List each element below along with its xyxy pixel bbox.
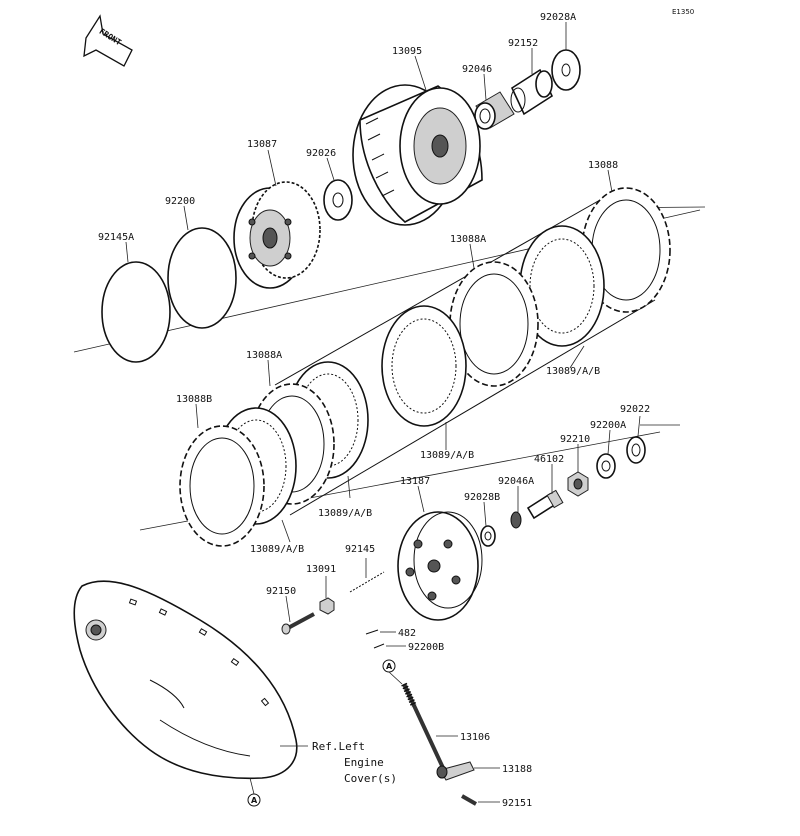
label-482: 482 [398, 628, 416, 639]
label-92145: 92145 [345, 544, 375, 555]
bolt-92151 [461, 794, 477, 806]
diagram-id: E1350 [672, 8, 694, 16]
label-13089-center: 13089/A/B [420, 450, 474, 461]
label-13188: 13188 [502, 764, 532, 775]
label-92028B: 92028B [464, 492, 500, 503]
label-13088: 13088 [588, 160, 618, 171]
washer-92028A [551, 49, 581, 91]
ring-92200B [373, 643, 385, 649]
friction-plate-13088B [179, 425, 265, 547]
label-13087: 13087 [247, 139, 277, 150]
left-engine-cover [73, 580, 298, 780]
adjuster-46102 [526, 489, 564, 520]
label-92026: 92026 [306, 148, 336, 159]
label-46102: 46102 [534, 454, 564, 465]
label-13089-bottom: 13089/A/B [250, 544, 304, 555]
label-13095: 13095 [392, 46, 422, 57]
leader-lines [125, 22, 641, 803]
label-92200B: 92200B [408, 642, 444, 653]
label-92022: 92022 [620, 404, 650, 415]
label-92200A: 92200A [590, 420, 626, 431]
label-92151: 92151 [502, 798, 532, 809]
washer-92022 [626, 436, 646, 464]
callout-a-rod: A [382, 659, 403, 685]
label-92046A: 92046A [498, 476, 534, 487]
ref-note-line2: Engine [344, 756, 384, 769]
push-rod-13106 [401, 682, 446, 771]
label-92150: 92150 [266, 586, 296, 597]
bolt-92150 [281, 612, 315, 635]
ref-note-line1: Ref.Left [312, 740, 365, 753]
svg-text:A: A [251, 796, 258, 805]
part-labels: 92028A 92152 13095 92046 13087 92026 922… [98, 12, 650, 809]
label-92152: 92152 [508, 38, 538, 49]
nut-13091 [319, 597, 335, 615]
label-92028A: 92028A [540, 12, 576, 23]
washer-92046A [510, 511, 522, 529]
label-13089-mid: 13089/A/B [318, 508, 372, 519]
label-92210: 92210 [560, 434, 590, 445]
label-13088B: 13088B [176, 394, 212, 405]
washer-92028B [480, 525, 496, 547]
lever-13188 [436, 761, 475, 781]
label-92046: 92046 [462, 64, 492, 75]
ref-note-line3: Cover(s) [344, 772, 397, 785]
front-arrow-icon: FRONT [83, 14, 133, 67]
sleeve-92152 [510, 68, 554, 116]
bearing-92046 [474, 91, 515, 130]
label-13091: 13091 [306, 564, 336, 575]
ring-92200 [167, 227, 237, 329]
washer-92026 [323, 179, 353, 221]
label-13089-right: 13089/A/B [546, 366, 600, 377]
steel-plate-13089-right [519, 225, 605, 347]
svg-text:A: A [386, 662, 393, 671]
steel-plate-13089-center [381, 305, 467, 427]
pressure-plate-13187 [397, 511, 483, 621]
ring-92145A [101, 261, 171, 363]
label-92145A: 92145A [98, 232, 134, 243]
nut-92210 [567, 471, 589, 497]
label-13187: 13187 [400, 476, 430, 487]
label-92200: 92200 [165, 196, 195, 207]
callout-a-cover: A [247, 777, 261, 807]
clutch-housing-13095 [352, 84, 483, 226]
ref-note: Ref.Left Engine Cover(s) [312, 740, 397, 785]
label-13106: 13106 [460, 732, 490, 743]
label-13088A-left: 13088A [246, 350, 282, 361]
ball-482 [365, 629, 379, 635]
spring-92145 [349, 571, 385, 593]
label-13088A-top: 13088A [450, 234, 486, 245]
clutch-hub-13087 [233, 181, 321, 289]
washer-92200A [596, 453, 616, 479]
